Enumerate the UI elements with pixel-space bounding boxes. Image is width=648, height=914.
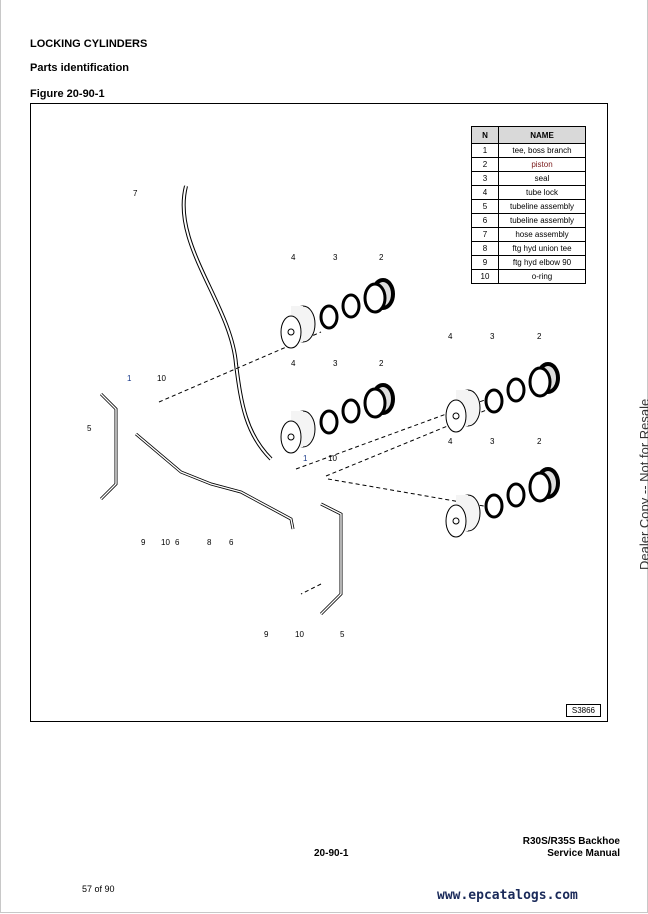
piston-face — [363, 282, 387, 314]
callout-label: 4 — [448, 437, 453, 446]
part-number: 4 — [471, 185, 499, 200]
part-name: tube lock — [498, 185, 586, 200]
col-header-n: N — [471, 126, 499, 144]
callout-label: 3 — [333, 253, 338, 262]
part-name: tubeline assembly — [498, 213, 586, 228]
callout-label: 6 — [229, 538, 234, 547]
part-name: piston — [498, 157, 586, 172]
section-title: LOCKING CYLINDERS — [30, 38, 148, 50]
part-name: tee, boss branch — [498, 143, 586, 158]
part-name: tubeline assembly — [498, 199, 586, 214]
callout-label: 4 — [291, 359, 296, 368]
figure-label: Figure 20-90-1 — [30, 88, 105, 100]
callout-label: 4 — [448, 332, 453, 341]
callout-label: 9 — [264, 630, 269, 639]
callout-label: 10 — [161, 538, 170, 547]
callout-label: 10 — [295, 630, 304, 639]
callout-label: 8 — [207, 538, 212, 547]
hose-assembly — [181, 185, 273, 461]
callout-label: 6 — [175, 538, 180, 547]
callout-label: 1 — [303, 454, 308, 463]
seal — [319, 409, 339, 435]
part-number: 10 — [471, 269, 499, 284]
callout-label: 4 — [291, 253, 296, 262]
callout-label: 3 — [333, 359, 338, 368]
callout-label: 3 — [490, 332, 495, 341]
footer-page-code: 20-90-1 — [314, 848, 349, 859]
seal — [341, 398, 361, 424]
callout-label: 2 — [379, 253, 384, 262]
seal — [506, 482, 526, 508]
part-number: 5 — [471, 199, 499, 214]
part-number: 2 — [471, 157, 499, 172]
part-number: 7 — [471, 227, 499, 242]
callout-label: 9 — [141, 538, 146, 547]
piston-face — [528, 366, 552, 398]
callout-label: 10 — [328, 454, 337, 463]
footer-page-count: 57 of 90 — [82, 884, 115, 894]
seal — [506, 377, 526, 403]
part-name: seal — [498, 171, 586, 186]
part-number: 8 — [471, 241, 499, 256]
seal — [484, 388, 504, 414]
watermark-side-text: Dealer Copy -- Not for Resale — [637, 398, 648, 570]
part-name: ftg hyd union tee — [498, 241, 586, 256]
subsection-title: Parts identification — [30, 62, 130, 74]
cylinder-group — [280, 278, 395, 349]
callout-label: 7 — [133, 189, 138, 198]
part-number: 1 — [471, 143, 499, 158]
seal — [484, 493, 504, 519]
callout-label: 5 — [87, 424, 92, 433]
col-header-name: NAME — [498, 126, 586, 144]
part-number: 9 — [471, 255, 499, 270]
callout-label: 5 — [340, 630, 345, 639]
part-name: hose assembly — [498, 227, 586, 242]
cylinder-group — [445, 467, 560, 538]
callout-label: 2 — [537, 332, 542, 341]
callout-label: 2 — [537, 437, 542, 446]
seal — [341, 293, 361, 319]
callout-label: 10 — [157, 374, 166, 383]
cylinder-group — [445, 362, 560, 433]
part-number: 3 — [471, 171, 499, 186]
part-name: ftg hyd elbow 90 — [498, 255, 586, 270]
callout-label: 1 — [127, 374, 132, 383]
part-name: o-ring — [498, 269, 586, 284]
cylinder-group — [280, 383, 395, 454]
seal — [319, 304, 339, 330]
footer-manual: Service Manual — [547, 848, 620, 859]
piston-face — [363, 387, 387, 419]
website-watermark: www.epcatalogs.com — [437, 888, 578, 903]
piston-face — [528, 471, 552, 503]
figure-code: S3866 — [565, 704, 601, 717]
footer-model: R30S/R35S Backhoe — [522, 836, 620, 847]
callout-label: 2 — [379, 359, 384, 368]
callout-label: 3 — [490, 437, 495, 446]
part-number: 6 — [471, 213, 499, 228]
